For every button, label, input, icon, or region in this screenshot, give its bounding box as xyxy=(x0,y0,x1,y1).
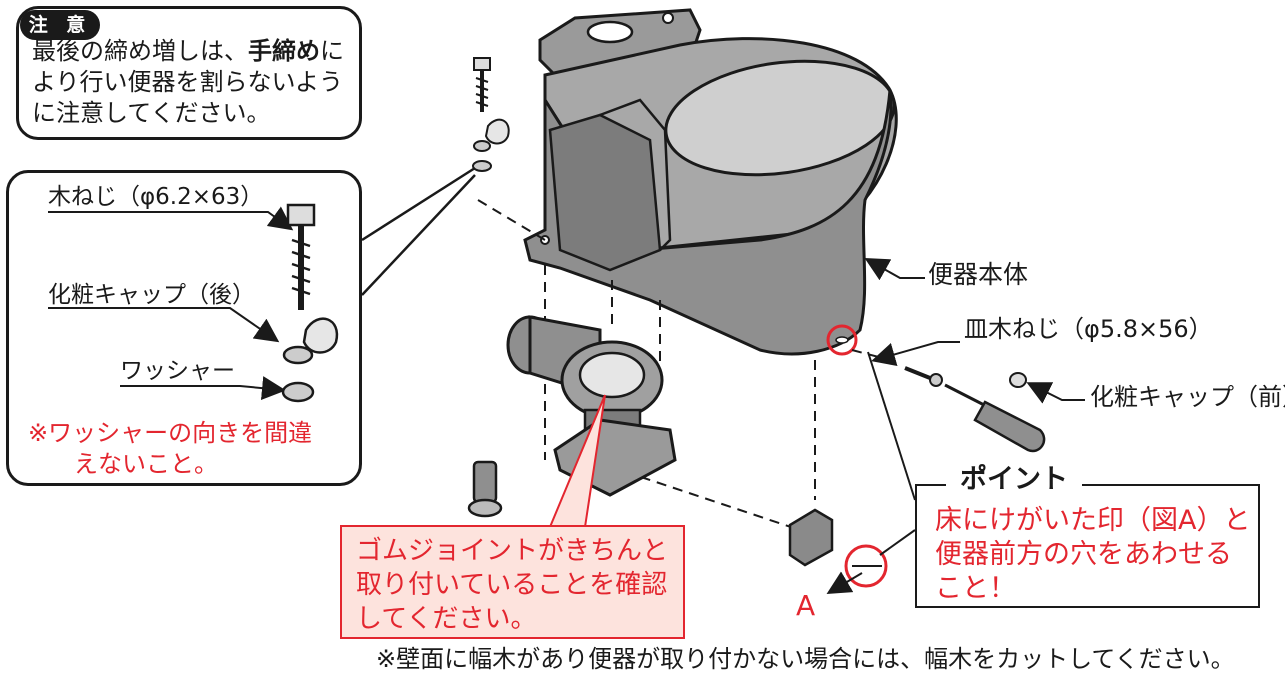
wood-screw-label: 木ねじ（φ6.2×63） xyxy=(48,184,264,210)
detail-parts xyxy=(281,203,339,403)
caution-line1-post: に xyxy=(320,37,344,65)
point-box: 床にけがいた印（図A）と 便器前方の穴をあわせる こと！ xyxy=(915,484,1260,608)
caution-line2: より行い便器を割らないよう xyxy=(32,68,344,96)
washer-label: ワッシャー xyxy=(120,358,235,384)
washer-note-line2: えないこと。 xyxy=(74,450,218,478)
mark-a-label: A xyxy=(796,589,816,622)
caution-line3: に注意してください。 xyxy=(32,99,271,127)
gasket-callout: ゴムジョイントがきちんと 取り付いていることを確認 してください。 xyxy=(340,525,685,639)
zoom-lines xyxy=(361,166,476,296)
front-cap-label: 化粧キャップ（前） xyxy=(1090,383,1285,411)
toilet-body xyxy=(523,8,898,356)
flat-screw-label: 皿木ねじ（φ5.8×56） xyxy=(964,315,1213,343)
point-line3: こと！ xyxy=(935,573,1016,604)
caution-badge: 注 意 xyxy=(20,10,100,40)
gasket-line2: 取り付いていることを確認 xyxy=(356,570,668,600)
gasket-line1: ゴムジョイントがきちんと xyxy=(356,536,669,566)
caution-text: 最後の締め増しは、手締めに より行い便器を割らないよう に注意してください。 xyxy=(32,36,344,129)
upper-screw-set xyxy=(472,57,510,172)
gasket-line3: してください。 xyxy=(356,604,537,634)
detail-box xyxy=(6,170,362,486)
supply-fitting xyxy=(467,460,503,518)
point-line2: 便器前方の穴をあわせる xyxy=(935,539,1232,570)
washer-note-line1: ※ワッシャーの向きを間違 xyxy=(28,419,313,447)
footer-note: ※壁面に幅木があり便器が取り付かない場合には、幅木をカットしてください。 xyxy=(376,645,1235,673)
caution-line1-bold: 手締め xyxy=(248,37,320,65)
caution-line1-pre: 最後の締め増しは、 xyxy=(32,37,248,65)
leader-lines xyxy=(48,206,1085,595)
screwdriver xyxy=(904,366,1046,453)
point-line1: 床にけがいた印（図A）と xyxy=(935,505,1251,536)
point-title: ポイント xyxy=(946,464,1082,496)
rear-cap-label: 化粧キャップ（後） xyxy=(48,282,255,308)
toilet-body-label: 便器本体 xyxy=(928,260,1029,289)
floor-bracket xyxy=(788,508,888,588)
